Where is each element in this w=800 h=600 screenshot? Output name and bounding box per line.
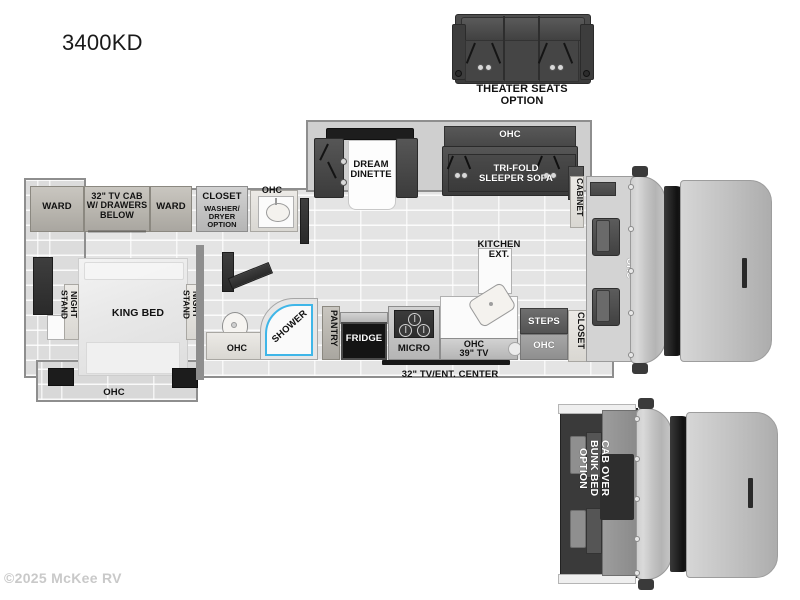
- wardrobe-left-unit: [30, 186, 84, 232]
- recliner-knob-l1: [477, 64, 484, 71]
- burner-left: [399, 324, 412, 337]
- burner-right: [417, 324, 430, 337]
- bunk-marker-4: [634, 536, 640, 542]
- bedroom-window-right: [172, 368, 198, 388]
- bunk-label-plate: [600, 454, 634, 520]
- hood-front: [680, 180, 772, 362]
- sofa-knob-r1: [543, 172, 550, 179]
- passenger-seat-back: [596, 290, 610, 322]
- steps-lower-cabinet: [520, 334, 568, 360]
- bunk-marker-2: [634, 456, 640, 462]
- cab-marker-1: [628, 184, 634, 190]
- wardrobe-right-unit: [150, 186, 192, 232]
- recliner-knob-r2: [557, 64, 564, 71]
- entry-steps: [520, 308, 568, 334]
- entertainment-center-tv-bar: [382, 360, 510, 365]
- burner-top: [408, 313, 421, 326]
- theater-seat-divider-2: [538, 16, 540, 80]
- bed-pillow: [84, 262, 184, 280]
- tv-entertainment-cabinet: [440, 338, 518, 360]
- cab-marker-2: [628, 226, 634, 232]
- dinette-seat-right: [396, 138, 418, 198]
- bunk-rail-bottom: [558, 574, 636, 584]
- shower: [265, 304, 313, 356]
- bedroom-divider-wall: [196, 245, 204, 380]
- cabinet-unit: [570, 176, 584, 228]
- cab-marker-5: [628, 352, 634, 358]
- bedroom-tv: [33, 257, 53, 315]
- entry-closet: [568, 310, 588, 362]
- ohc-over-sofa: [444, 126, 576, 148]
- bedroom-side-cabinet: [47, 315, 65, 340]
- bunk-seatback-lower: [586, 508, 602, 554]
- bunk-mirror-top: [638, 398, 654, 409]
- theater-sofa-right-arm: [580, 24, 594, 80]
- night-stand-left: [64, 284, 79, 340]
- sofa-knob-l2: [461, 172, 468, 179]
- page-title: 3400KD: [62, 30, 143, 55]
- bunk-seat-upper: [570, 436, 586, 474]
- bathroom-door: [300, 198, 309, 244]
- dinette-window: [326, 128, 414, 140]
- driver-seat-back: [596, 220, 610, 252]
- theater-foot-right: [583, 70, 590, 77]
- bunk-marker-5: [634, 570, 640, 576]
- copyright-notice: ©2025 McKee RV: [4, 570, 122, 586]
- pantry: [322, 306, 340, 360]
- bedroom-window-left: [48, 368, 74, 386]
- tv-cabinet-unit: [84, 186, 150, 232]
- tv-cabinet-shadow: [88, 230, 146, 233]
- sofa-knob-l1: [454, 172, 461, 179]
- theater-seats-option-graphic: [447, 10, 597, 110]
- closet-washer-dryer-unit: [196, 186, 248, 232]
- kitchen-sink-drain: [489, 302, 493, 306]
- bunk-hood-front: [686, 412, 778, 578]
- bunk-front-grille: [748, 478, 753, 508]
- theater-seat-divider-1: [503, 16, 505, 80]
- cab-over-bunk-option-graphic: [548, 398, 798, 590]
- bunk-rail-top: [558, 404, 636, 414]
- recliner-knob-l2: [485, 64, 492, 71]
- front-grille: [742, 258, 747, 288]
- cab-ohc-top: [590, 182, 616, 196]
- cab-marker-4: [628, 310, 634, 316]
- mirror-top: [632, 166, 648, 177]
- bath-vanity-lower: [206, 332, 268, 360]
- fridge: [341, 322, 387, 360]
- bunk-marker-1: [634, 416, 640, 422]
- cab-marker-3: [628, 268, 634, 274]
- bunk-seat-lower: [570, 510, 586, 548]
- bunk-cab-body: [636, 408, 672, 580]
- cab-body: [630, 176, 666, 364]
- bathroom-sink: [266, 203, 290, 222]
- bunk-mirror-bottom: [638, 579, 654, 590]
- bed-comforter-fold: [86, 342, 180, 374]
- sofa-knob-r2: [550, 172, 557, 179]
- sink-faucet: [275, 198, 277, 205]
- theater-foot-left: [455, 70, 462, 77]
- theater-seat-center: [504, 40, 540, 82]
- dinette-knob-1: [340, 158, 347, 165]
- bunk-marker-3: [634, 496, 640, 502]
- recliner-knob-r1: [549, 64, 556, 71]
- toilet-detail: [231, 322, 237, 328]
- mirror-bottom: [632, 363, 648, 374]
- dream-dinette-table: [348, 140, 396, 210]
- dinette-knob-2: [340, 179, 347, 186]
